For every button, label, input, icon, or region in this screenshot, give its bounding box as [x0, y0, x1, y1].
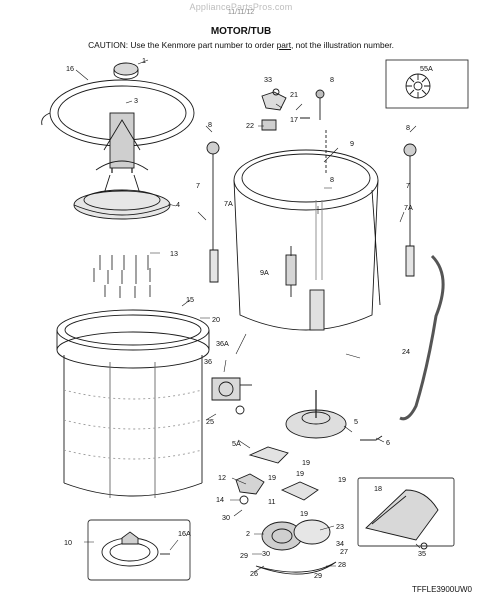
callout-15: 15: [186, 295, 194, 304]
callout-25: 25: [206, 417, 214, 426]
pump-assembly: [211, 377, 252, 415]
callout-35: 35: [418, 549, 426, 558]
callout-19-c: 19: [268, 473, 276, 482]
callout-9: 9: [350, 139, 354, 148]
callout-28: 28: [338, 560, 346, 569]
callout-8-center: 8: [330, 175, 334, 184]
callout-4: 4: [176, 200, 180, 209]
callout-29-bottom: 29: [314, 571, 322, 580]
callout-26: 26: [250, 569, 258, 578]
page-title: MOTOR/TUB: [210, 26, 272, 37]
caution-text-end: , not the illustration number.: [291, 40, 394, 50]
callout-27: 27: [340, 547, 348, 556]
diagram-code: TFFLE3900UW0: [411, 585, 472, 594]
callout-21: 21: [290, 90, 298, 99]
motor-assembly: [235, 473, 337, 575]
callout-17: 17: [290, 115, 298, 124]
callout-16: 16: [66, 64, 74, 73]
screws-row: [93, 255, 151, 298]
callout-23: 23: [336, 522, 344, 531]
callout-7a-right: 7A: [404, 203, 413, 212]
top-bracket-parts: [261, 88, 327, 175]
leader-lines: [75, 59, 421, 573]
drive-mount: [248, 390, 383, 501]
inset-18: [357, 477, 455, 550]
callout-1: 1: [142, 56, 146, 65]
callout-8-right: 8: [406, 123, 410, 132]
callout-11: 11: [268, 497, 275, 506]
callout-7-right: 7: [406, 181, 410, 190]
callout-24: 24: [402, 347, 410, 356]
callout-30-left: 30: [222, 513, 230, 522]
outer-tub: [233, 149, 381, 331]
callout-labels: 1 2 3 4 5 5A 6 7 7A 7 7A 8 8 8 8 9 9A 10…: [64, 56, 433, 580]
inset-55a: [385, 59, 469, 109]
callout-5: 5: [354, 417, 358, 426]
callout-12: 12: [218, 473, 226, 482]
callout-19-b: 19: [296, 469, 304, 478]
page-number: 11/11/12: [227, 9, 255, 16]
caution-part-word: part: [276, 40, 292, 50]
callout-19-d: 19: [300, 509, 308, 518]
callout-19-e: 19: [338, 475, 346, 484]
callout-16a: 16A: [178, 529, 191, 538]
callout-30-mid: 30: [262, 549, 270, 558]
callout-5a: 5A: [232, 439, 241, 448]
basket: [56, 309, 210, 498]
callout-7a-left: 7A: [224, 199, 233, 208]
agitator-assembly: [41, 62, 195, 220]
callout-36: 36: [204, 357, 212, 366]
callout-10: 10: [64, 538, 72, 547]
callout-7-left: 7: [196, 181, 200, 190]
callout-9a: 9A: [260, 268, 269, 277]
callout-6: 6: [386, 438, 390, 447]
callout-29-left: 29: [240, 551, 248, 560]
callout-13: 13: [170, 249, 178, 258]
callout-34: 34: [336, 539, 344, 548]
callout-8-top: 8: [330, 75, 334, 84]
callout-18: 18: [374, 484, 382, 493]
callout-14: 14: [216, 495, 224, 504]
callout-3: 3: [134, 96, 138, 105]
callout-36a: 36A: [216, 339, 229, 348]
callout-20: 20: [212, 315, 220, 324]
callout-55a: 55A: [420, 64, 433, 73]
inset-10-16a: [87, 519, 191, 581]
watermark: AppliancePartsPros.com: [189, 2, 293, 12]
callout-33: 33: [264, 75, 272, 84]
caution-text: CAUTION: Use the Kenmore part number to …: [88, 40, 277, 50]
callout-8-left: 8: [208, 120, 212, 129]
callout-2: 2: [246, 529, 250, 538]
suspension-rods: [206, 141, 445, 421]
caution-note: CAUTION: Use the Kenmore part number to …: [0, 40, 482, 50]
callout-19-a: 19: [302, 458, 310, 467]
callout-22: 22: [246, 121, 254, 130]
